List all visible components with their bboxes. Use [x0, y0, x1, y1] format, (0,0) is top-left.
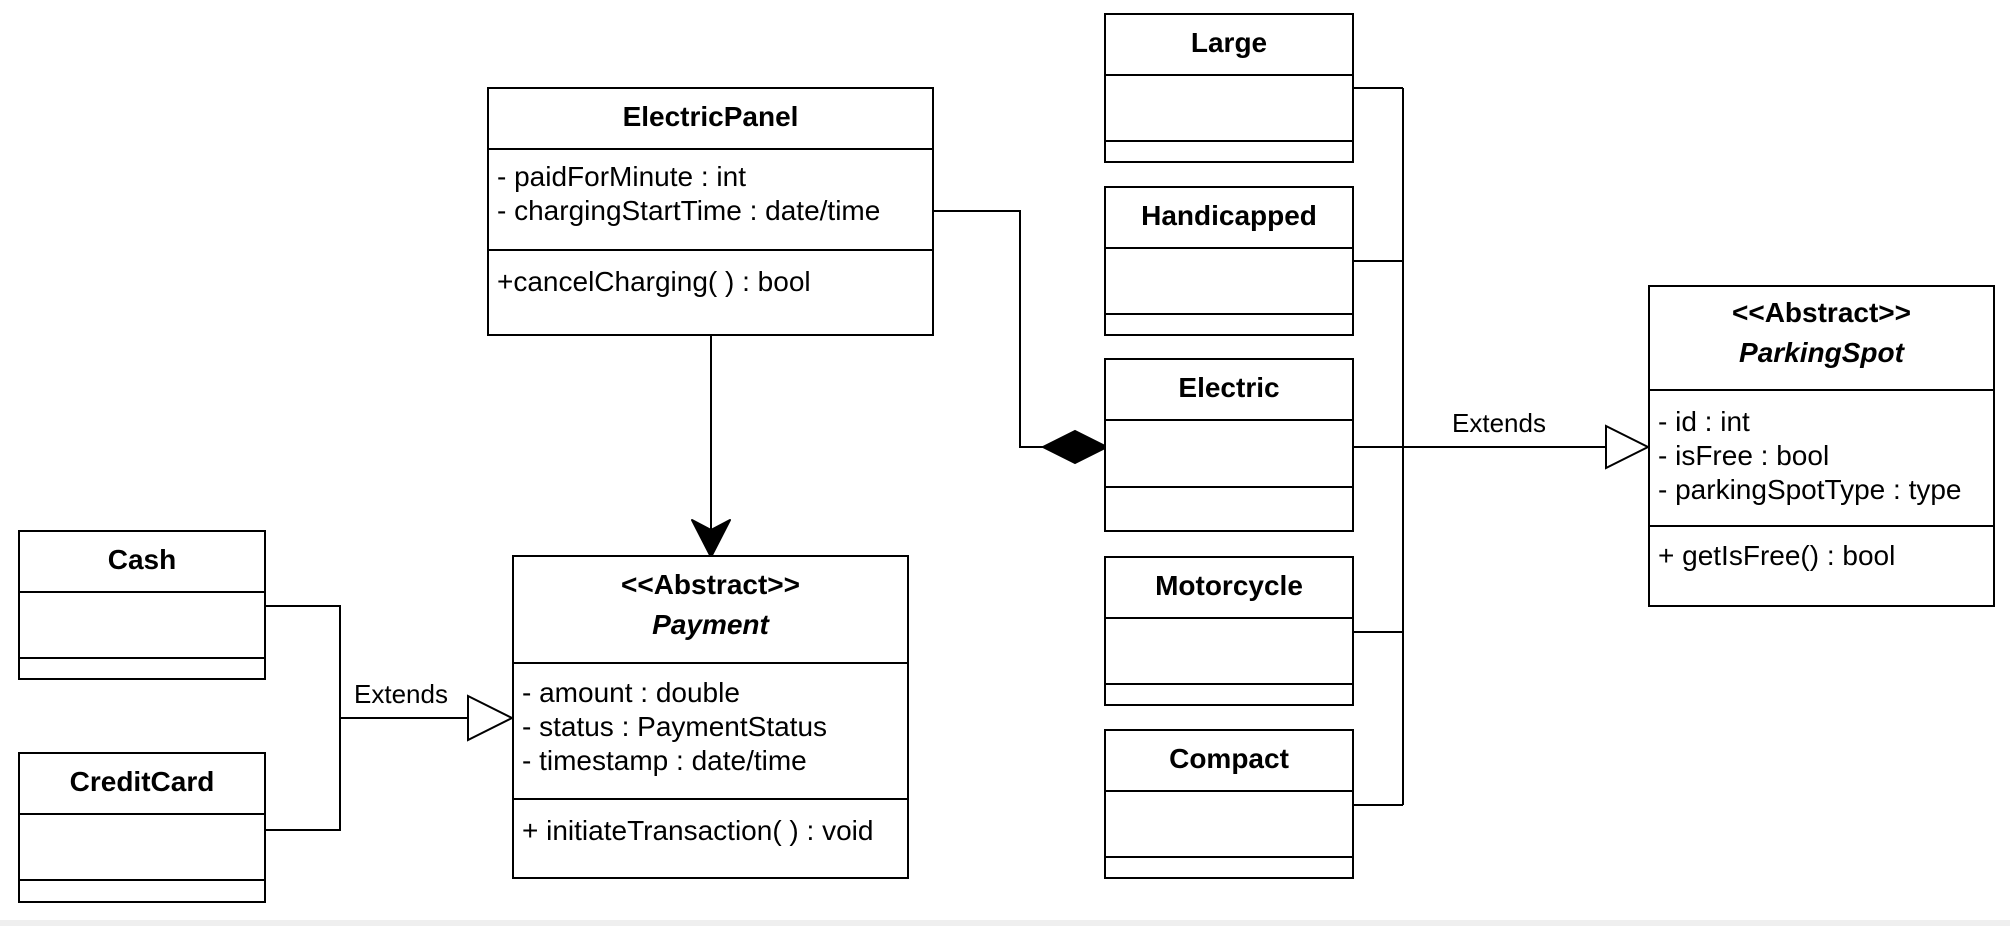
generalization-line-cash [266, 605, 341, 718]
class-stereotype: <<Abstract>> [621, 569, 800, 600]
class-compact[interactable]: Compact [1104, 729, 1354, 879]
class-electric[interactable]: Electric [1104, 358, 1354, 532]
composition-line-electricpanel-electric [934, 210, 1043, 448]
class-header: Handicapped [1106, 188, 1352, 249]
class-attributes [1106, 76, 1352, 142]
class-name: Electric [1178, 372, 1280, 403]
attribute: - timestamp : date/time [522, 745, 807, 776]
attribute: - isFree : bool [1658, 440, 1830, 471]
class-attributes: - paidForMinute : int - chargingStartTim… [489, 150, 932, 251]
class-attributes [1106, 792, 1352, 858]
operation: +cancelCharging( ) : bool [497, 266, 811, 297]
class-name: Motorcycle [1155, 570, 1303, 601]
generalization-line-creditcard [266, 718, 341, 831]
attribute: - id : int [1658, 406, 1750, 437]
extends-label-payment: Extends [354, 679, 448, 709]
class-name: ElectricPanel [622, 101, 799, 132]
class-header: Motorcycle [1106, 558, 1352, 619]
class-cash[interactable]: Cash [18, 530, 266, 680]
class-attributes [20, 593, 264, 659]
class-credit-card[interactable]: CreditCard [18, 752, 266, 903]
class-header: <<Abstract>> Payment [514, 557, 907, 664]
class-name: ParkingSpot [1739, 337, 1904, 368]
class-name: Compact [1169, 743, 1289, 774]
class-name: Payment [652, 609, 769, 640]
class-header: Electric [1106, 360, 1352, 421]
class-payment[interactable]: <<Abstract>> Payment - amount : double -… [512, 555, 909, 879]
generalization-arrowhead-payment [467, 694, 515, 742]
class-handicapped[interactable]: Handicapped [1104, 186, 1354, 336]
class-parking-spot[interactable]: <<Abstract>> ParkingSpot - id : int - is… [1648, 285, 1995, 607]
class-header: <<Abstract>> ParkingSpot [1650, 287, 1993, 391]
operation: + initiateTransaction( ) : void [522, 815, 874, 846]
attribute: - parkingSpotType : type [1658, 474, 1962, 505]
class-electric-panel[interactable]: ElectricPanel - paidForMinute : int - ch… [487, 87, 934, 336]
composition-diamond [1040, 429, 1110, 465]
attribute: - status : PaymentStatus [522, 711, 828, 742]
class-operations: + getIsFree() : bool [1650, 527, 1993, 579]
operation: + getIsFree() : bool [1658, 540, 1896, 571]
class-motorcycle[interactable]: Motorcycle [1104, 556, 1354, 706]
generalization-arrowhead-parkingspot [1605, 424, 1651, 470]
class-name: Handicapped [1141, 200, 1317, 231]
class-name: CreditCard [69, 766, 215, 797]
class-header: ElectricPanel [489, 89, 932, 150]
class-operations: + initiateTransaction( ) : void [514, 800, 907, 854]
class-header: Large [1106, 15, 1352, 76]
attribute: - chargingStartTime : date/time [497, 195, 881, 226]
class-attributes [20, 815, 264, 881]
bottom-divider [0, 920, 2010, 926]
class-operations: +cancelCharging( ) : bool [489, 251, 932, 305]
class-stereotype: <<Abstract>> [1732, 297, 1911, 328]
class-large[interactable]: Large [1104, 13, 1354, 163]
class-header: Cash [20, 532, 264, 593]
class-attributes: - id : int - isFree : bool - parkingSpot… [1650, 391, 1993, 527]
class-header: Compact [1106, 731, 1352, 792]
extends-label-parkingspot: Extends [1452, 408, 1546, 438]
association-arrowhead [691, 519, 731, 558]
class-name: Large [1190, 27, 1268, 58]
class-attributes [1106, 421, 1352, 488]
class-attributes: - amount : double - status : PaymentStat… [514, 664, 907, 800]
class-attributes [1106, 619, 1352, 685]
class-header: CreditCard [20, 754, 264, 815]
class-attributes [1106, 249, 1352, 315]
attribute: - amount : double [522, 677, 740, 708]
class-name: Cash [107, 544, 177, 575]
attribute: - paidForMinute : int [497, 161, 746, 192]
